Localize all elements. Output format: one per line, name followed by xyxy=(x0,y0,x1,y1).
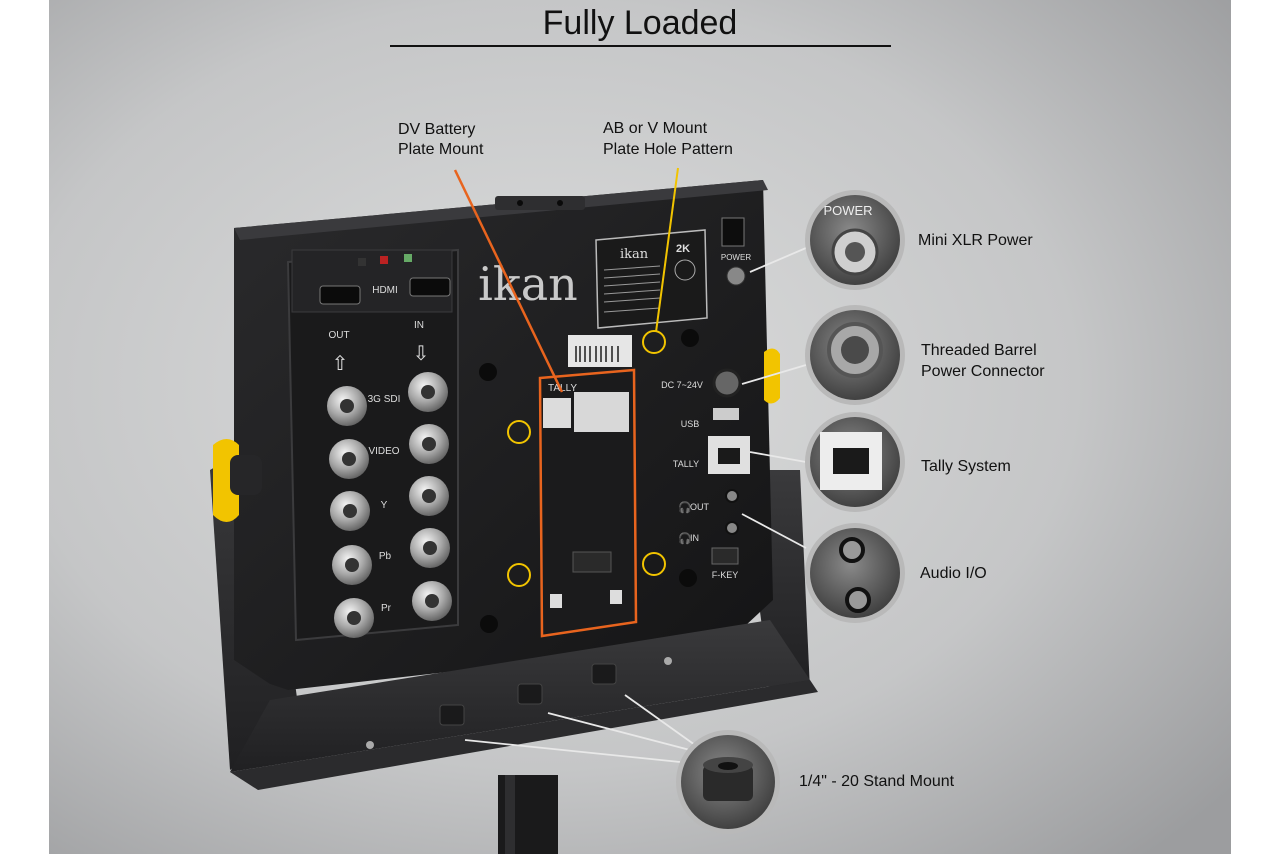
callout-audio: Audio I/O xyxy=(920,565,987,582)
stand-mount-studs xyxy=(439,663,617,726)
callout-dv-battery-line2: Plate Mount xyxy=(398,141,484,158)
leader-lines-white xyxy=(464,247,807,763)
dc-label: DC 7~24V xyxy=(661,380,703,390)
brand-logo: ikan xyxy=(478,257,578,311)
y-label: Y xyxy=(381,500,388,511)
bnc-connectors xyxy=(327,372,452,638)
stand-tray xyxy=(230,680,818,790)
usb-label: USB xyxy=(681,419,700,429)
zoom-mini-xlr: POWER xyxy=(805,190,905,290)
zoom-barrel xyxy=(805,305,905,405)
audio-out-jack xyxy=(725,489,739,503)
plate-rj45 xyxy=(543,398,571,428)
battery-plate xyxy=(538,368,638,638)
callout-dv-battery-line1: DV Battery xyxy=(398,121,475,138)
leader-ab-mount xyxy=(655,167,679,333)
barcode-label xyxy=(568,335,632,367)
leader-dv-battery xyxy=(453,169,564,393)
spec-label-brand: ikan xyxy=(620,247,649,262)
callout-ab-mount-line1: AB or V Mount xyxy=(603,120,708,137)
callout-barrel-line1: Threaded Barrel xyxy=(921,342,1037,359)
callout-mini-xlr: Mini XLR Power xyxy=(918,232,1033,249)
video-label: VIDEO xyxy=(368,446,399,457)
mount-hole-markers xyxy=(507,330,666,587)
sdi-label: 3G SDI xyxy=(368,394,401,405)
hdmi-in-port xyxy=(409,277,451,297)
arrow-up-icon: ⇧ xyxy=(332,353,349,375)
callout-tally: Tally System xyxy=(921,458,1011,475)
zoom-audio xyxy=(805,523,905,623)
callout-ab-mount-line2: Plate Hole Pattern xyxy=(603,141,733,158)
out-label: OUT xyxy=(328,330,349,341)
barrel-connector xyxy=(712,368,742,398)
zoom-tally xyxy=(805,412,905,512)
arrow-down-icon: ⇩ xyxy=(413,343,430,365)
audio-in-jack xyxy=(725,521,739,535)
in-label: IN xyxy=(414,320,424,331)
led-green xyxy=(404,254,412,262)
tally-side-label: TALLY xyxy=(673,459,699,469)
audio-out-label: OUT xyxy=(690,502,710,512)
zoom-stand-mount xyxy=(676,730,780,834)
tally-plate-label: TALLY xyxy=(548,383,577,394)
headphone-in-icon: 🎧 xyxy=(678,532,692,545)
power-switch xyxy=(721,217,745,247)
hdmi-out-port xyxy=(319,285,361,305)
led-red xyxy=(380,256,388,264)
callout-barrel-line2: Power Connector xyxy=(921,363,1045,380)
pb-label: Pb xyxy=(379,551,392,562)
hdmi-label: HDMI xyxy=(372,285,398,296)
pr-label: Pr xyxy=(381,603,392,614)
audio-in-label: IN xyxy=(690,533,699,543)
power-label: POWER xyxy=(721,253,751,262)
fkey-label: F-KEY xyxy=(712,570,739,580)
mini-xlr-port xyxy=(726,266,746,286)
callout-stand-mount: 1/4" - 20 Stand Mount xyxy=(799,773,955,790)
page-title: Fully Loaded xyxy=(543,4,738,42)
zoom-power-label: POWER xyxy=(823,203,872,218)
headphone-out-icon: 🎧 xyxy=(678,501,692,514)
usb-port xyxy=(713,408,739,420)
spec-label-badge: 2K xyxy=(676,243,690,255)
